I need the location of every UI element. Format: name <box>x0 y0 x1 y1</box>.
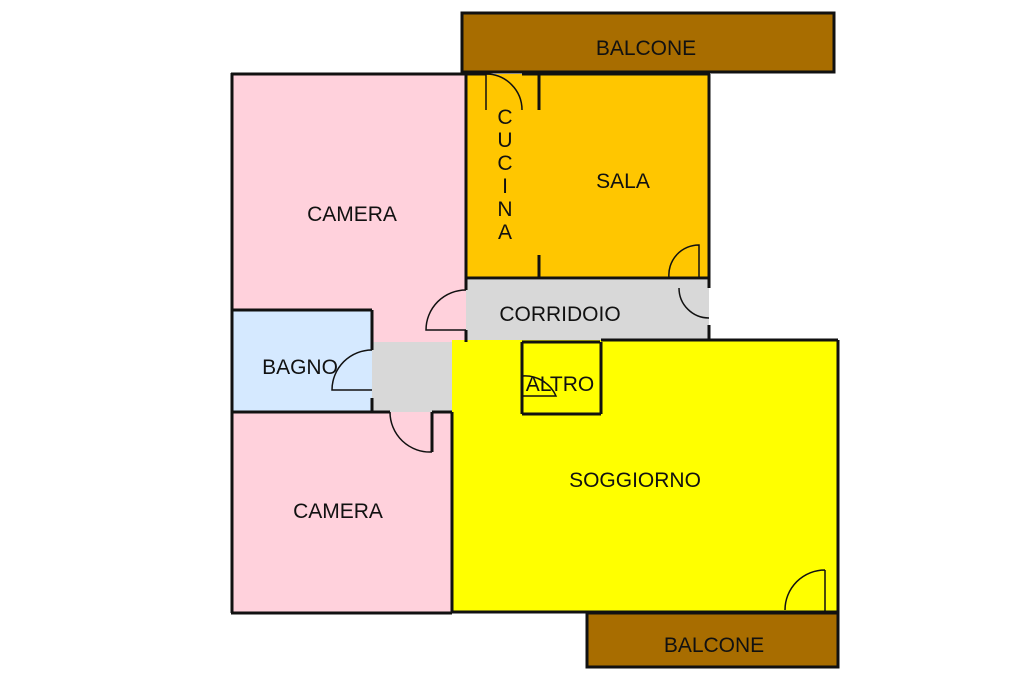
balcone-top-area <box>460 11 836 74</box>
door-corridoio-right <box>678 287 710 319</box>
bagno-label: BAGNO <box>262 356 338 379</box>
door-cucina-balcone <box>485 73 523 111</box>
cucina-letter: U <box>497 129 512 152</box>
cucina-letter: N <box>497 198 512 221</box>
door-camera-bottom <box>389 411 433 453</box>
balcone-bottom-label: BALCONE <box>664 634 764 657</box>
door-soggiorno-balcone <box>784 569 826 612</box>
camera-top-label: CAMERA <box>307 203 397 226</box>
cucina-label: C U C I N A <box>497 106 512 244</box>
altro-label: ALTRO <box>526 373 594 396</box>
cucina-letter: A <box>498 221 512 244</box>
camera-bottom-area <box>232 412 452 612</box>
balcone-bottom-area <box>585 611 840 669</box>
cucina-letter: C <box>497 106 512 129</box>
balcone-top-label: BALCONE <box>596 37 696 60</box>
soggiorno-label: SOGGIORNO <box>569 469 701 492</box>
door-sala <box>668 244 700 279</box>
camera-top-area <box>232 74 466 310</box>
corridoio-area <box>466 280 709 342</box>
corridoio-label: CORRIDOIO <box>499 303 620 326</box>
cucina-sala-area <box>466 74 709 278</box>
cucina-letter: C <box>497 152 512 175</box>
camera-top-area-lower <box>372 300 466 342</box>
door-bagno <box>331 349 373 391</box>
door-altro <box>521 375 558 397</box>
door-camera-top <box>425 289 467 331</box>
bagno-area <box>232 310 372 412</box>
sala-label: SALA <box>596 170 650 193</box>
walls <box>230 72 840 615</box>
cucina-letter: I <box>502 175 508 198</box>
soggiorno-area-notch <box>601 340 838 414</box>
doors <box>331 73 826 612</box>
camera-bottom-label: CAMERA <box>293 500 383 523</box>
